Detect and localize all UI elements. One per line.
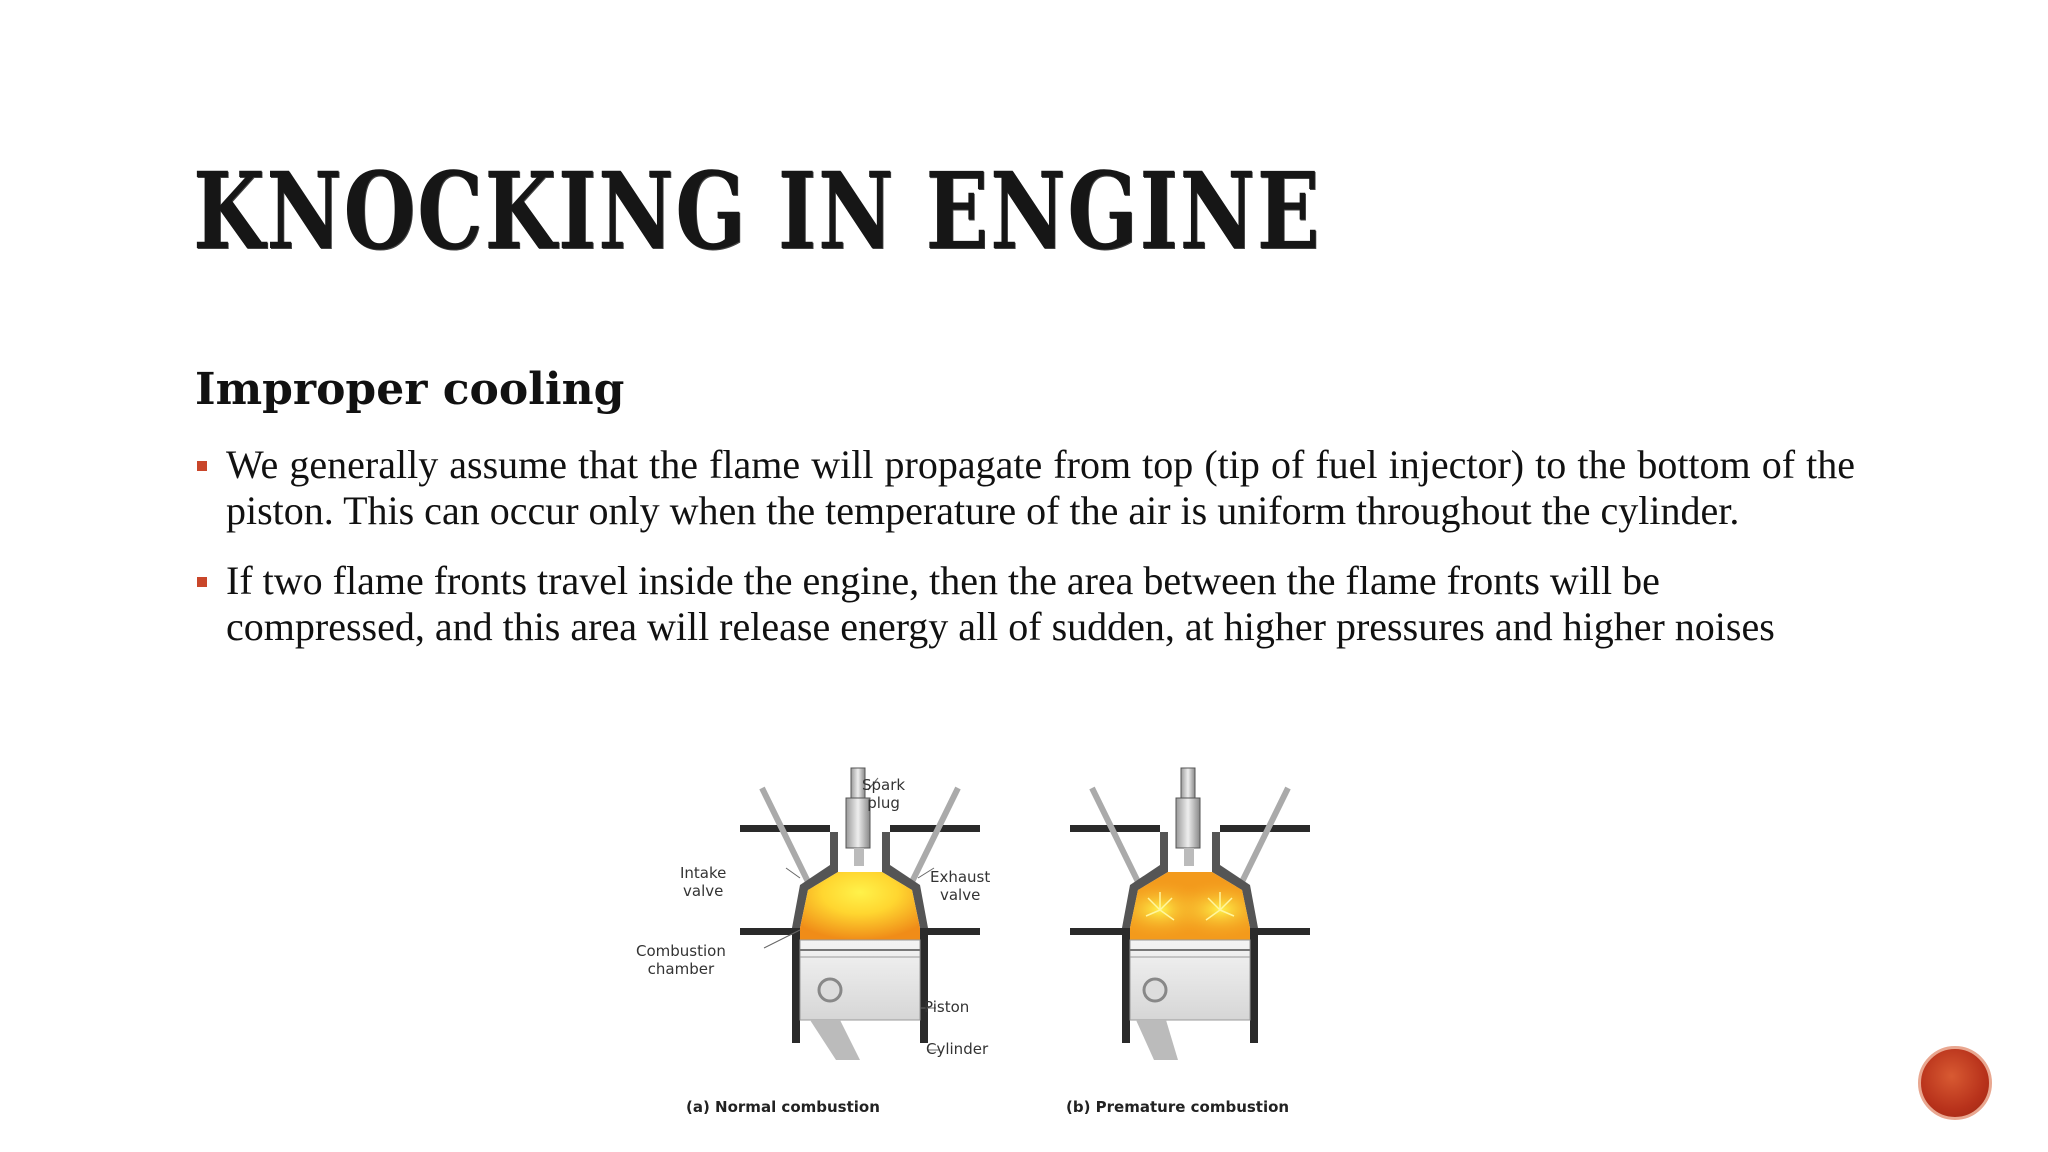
flame-front-left [1145,892,1175,921]
bullet-list: We generally assume that the flame will … [195,442,1855,674]
flame-front-right [1205,892,1235,921]
bullet-text: If two flame fronts travel inside the en… [226,558,1775,649]
intake-valve-label: Intake valve [680,864,727,900]
spark-plug-label: Spark plug [862,776,906,812]
bullet-text: We generally assume that the flame will … [226,442,1855,533]
square-bullet-icon [197,577,207,587]
engine-premature [1070,767,1310,1060]
combustion-chamber-label: Combustion chamber [636,942,726,978]
cylinder-label: Cylinder [926,1040,989,1058]
slide-nav-button[interactable] [1918,1046,1992,1120]
engine-normal [740,767,980,1060]
subheading: Improper cooling [195,364,625,415]
slide-title: KNOCKING IN ENGINE [193,148,1322,273]
piston-label: Piston [924,998,970,1016]
exhaust-valve-label: Exhaust valve [930,868,991,904]
caption-normal-combustion: (a) Normal combustion [686,1098,880,1116]
combustion-diagram-illustration [740,767,1310,1060]
bullet-item: We generally assume that the flame will … [195,442,1855,534]
combustion-diagram: Spark plug Intake valve Exhaust valve Co… [630,760,1370,1120]
caption-premature-combustion: (b) Premature combustion [1066,1098,1290,1116]
square-bullet-icon [197,461,207,471]
bullet-item: If two flame fronts travel inside the en… [195,558,1855,650]
